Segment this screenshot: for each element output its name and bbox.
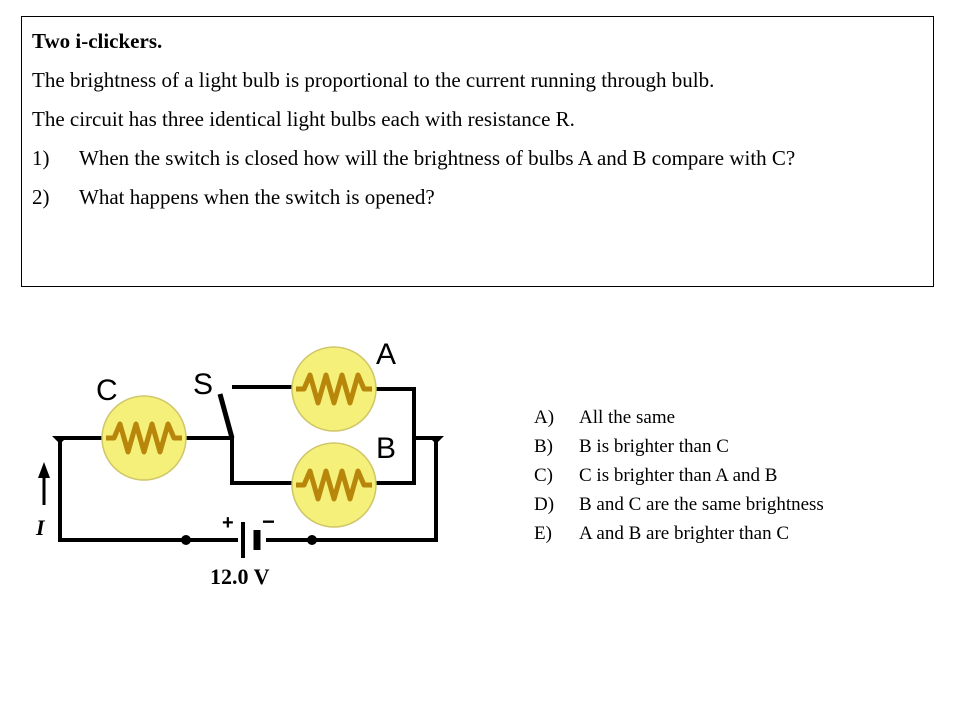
answer-text: A and B are brighter than C	[579, 523, 790, 544]
bulb-c	[101, 395, 187, 481]
answer-text: B and C are the same brightness	[579, 494, 824, 515]
question-item-number: 2)	[32, 185, 50, 209]
label-current: I	[35, 515, 46, 540]
answer-letter: A)	[534, 407, 555, 428]
node-right	[307, 535, 317, 545]
question-item-number: 1)	[32, 146, 50, 170]
label-b: B	[376, 432, 396, 465]
answer-text: B is brighter than C	[579, 436, 729, 457]
battery-minus: −	[262, 509, 275, 534]
battery-voltage: 12.0 V	[210, 564, 270, 589]
question-line-brightness: The brightness of a light bulb is propor…	[32, 68, 715, 92]
answer-letter: E)	[534, 523, 552, 544]
answer-letter: D)	[534, 494, 555, 515]
terminal-left	[52, 436, 68, 444]
current-arrow-head	[38, 462, 50, 478]
label-c: C	[96, 374, 118, 407]
answer-choice-d: D) B and C are the same brightness	[534, 490, 824, 519]
circuit-diagram: A B C S I + − 12.0 V	[35, 338, 444, 589]
answer-choice-e: E) A and B are brighter than C	[534, 519, 824, 548]
label-a: A	[376, 338, 396, 371]
question-item-text: What happens when the switch is opened?	[79, 185, 435, 209]
answer-choice-c: C) C is brighter than A and B	[534, 461, 824, 490]
question-item-1: 1) When the switch is closed how will th…	[32, 146, 917, 171]
label-s: S	[193, 368, 213, 401]
question-box: Two i-clickers. The brightness of a ligh…	[21, 16, 934, 287]
answer-text: All the same	[579, 407, 676, 428]
bulb-a	[291, 346, 377, 432]
answer-choice-b: B) B is brighter than C	[534, 432, 824, 461]
question-item-2: 2) What happens when the switch is opene…	[32, 185, 917, 210]
answer-choices: A) All the same B) B is brighter than C …	[534, 403, 824, 548]
question-title: Two i-clickers.	[32, 29, 163, 53]
switch-blade	[217, 393, 235, 439]
question-line-circuit: The circuit has three identical light bu…	[32, 107, 575, 131]
terminal-right	[428, 436, 444, 444]
answer-letter: B)	[534, 436, 553, 457]
bulb-b	[291, 442, 377, 528]
question-item-text: When the switch is closed how will the b…	[79, 146, 796, 170]
answer-letter: C)	[534, 465, 553, 486]
answer-choice-a: A) All the same	[534, 403, 824, 432]
battery-plus: +	[222, 512, 234, 534]
node-left	[181, 535, 191, 545]
answer-text: C is brighter than A and B	[579, 465, 778, 486]
